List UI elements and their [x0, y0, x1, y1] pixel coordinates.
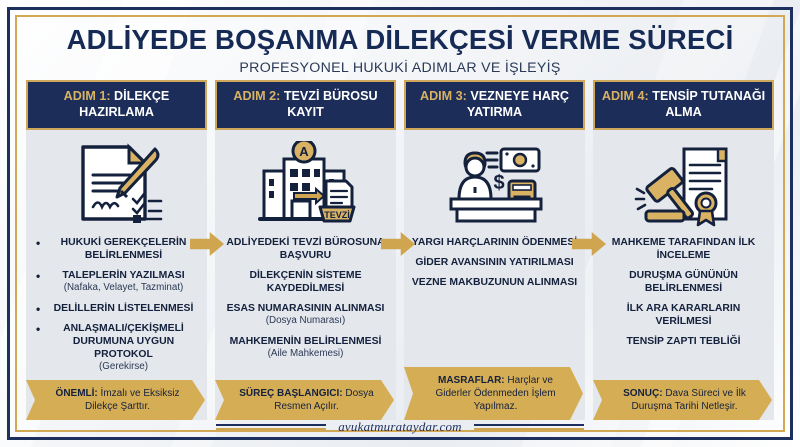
list-item: İLK ARA KARARLARIN VERİLMESİ	[599, 302, 768, 328]
gavel-and-certificate-icon	[632, 138, 736, 230]
step-items-4: MAHKEME TARAFINDAN İLK İNCELEME DURUŞMA …	[593, 236, 774, 355]
list-item: DİLEKÇENİN SİSTEME KAYDEDİLMESİ	[221, 269, 390, 295]
item-text: ANLAŞMALI/ÇEKİŞMELİ DURUMUNA UYGUN PROTO…	[63, 322, 184, 360]
banner-wrap-4: SONUÇ: Dava Süreci ve İlk Duruşma Tarihi…	[593, 380, 774, 420]
step-title-4: TENSİP TUTANAĞI ALMA	[652, 89, 766, 119]
banner-label-1: ÖNEMLİ:	[55, 387, 98, 399]
steps-container: ADIM 1: DİLEKÇE HAZIRLAMA	[22, 80, 778, 420]
item-text: VEZNE MAKBUZUNUN ALINMASI	[411, 277, 578, 289]
item-text: ESAS NUMARASININ ALINMASI	[226, 303, 385, 315]
step-panel-1: HUKUKİ GEREKÇELERİN BELİRLENMESİ TALEPLE…	[26, 130, 207, 420]
dollar-sign: $	[493, 172, 504, 194]
item-text: TALEPLERİN YAZILMASI	[62, 270, 185, 282]
step-title-3: VEZNEYE HARÇ YATIRMA	[466, 89, 570, 119]
item-subtext: (Aile Mahkemesi)	[267, 347, 344, 359]
page-subtitle: PROFESYONEL HUKUKİ ADIMLAR VE İŞLEYİŞ	[239, 59, 561, 76]
step-number-3: ADIM 3:	[419, 89, 467, 103]
building-badge-letter: A	[299, 144, 309, 159]
banner-text-2: Dosya Resmen Açılır.	[274, 387, 374, 412]
list-item: ESAS NUMARASININ ALINMASI (Dosya Numaras…	[221, 302, 390, 327]
list-item: DELİLLERİN LİSTELENMESİ	[32, 302, 201, 317]
tray-label: TEVZİ	[324, 210, 350, 220]
step-header-2: ADIM 2: TEVZİ BÜROSU KAYIT	[215, 80, 396, 131]
step-items-1: HUKUKİ GEREKÇELERİN BELİRLENMESİ TALEPLE…	[26, 236, 207, 379]
list-item: TALEPLERİN YAZILMASI (Nafaka, Velayet, T…	[32, 269, 201, 294]
step-header-4: ADIM 4: TENSİP TUTANAĞI ALMA	[593, 80, 774, 131]
list-item: VEZNE MAKBUZUNUN ALINMASI	[410, 276, 579, 289]
courthouse-building-icon: A	[254, 138, 358, 230]
step-panel-2: A	[215, 130, 396, 420]
item-text: DİLEKÇENİN SİSTEME KAYDEDİLMESİ	[249, 270, 362, 295]
step-banner-1: ÖNEMLİ: İmzalı ve Eksiksiz Dilekçe Şartt…	[26, 380, 205, 420]
list-item: TENSİP ZAPTI TEBLİĞİ	[599, 335, 768, 348]
cashier-counter-icon: $	[443, 138, 547, 230]
banner-wrap-2: SÜREÇ BAŞLANGICI: Dosya Resmen Açılır.	[215, 380, 396, 420]
footer-rule-right	[473, 424, 584, 430]
website-url: avukatmurataydar.com	[338, 419, 462, 434]
step-column-4: ADIM 4: TENSİP TUTANAĞI ALMA	[589, 80, 778, 420]
list-item: YARGI HARÇLARININ ÖDENMESİ	[410, 236, 579, 249]
list-item: MAHKEME TARAFINDAN İLK İNCELEME	[599, 236, 768, 262]
banner-text-4: Dava Süreci ve İlk Duruşma Tarihi Netleş…	[631, 387, 746, 412]
step-banner-4: SONUÇ: Dava Süreci ve İlk Duruşma Tarihi…	[593, 380, 772, 420]
list-item: ADLİYEDEKİ TEVZİ BÜROSUNA BAŞVURU	[221, 236, 390, 262]
step-column-1: ADIM 1: DİLEKÇE HAZIRLAMA	[22, 80, 211, 420]
step-title-2: TEVZİ BÜROSU KAYIT	[283, 89, 378, 119]
item-text: MAHKEMENİN BELİRLENMESİ	[229, 335, 382, 347]
item-text: İLK ARA KARARLARIN VERİLMESİ	[626, 303, 741, 328]
item-subtext: (Nafaka, Velayet, Tazminat)	[63, 282, 184, 294]
item-subtext: (Dosya Numarası)	[265, 315, 346, 327]
step-column-2: ADIM 2: TEVZİ BÜROSU KAYIT A	[211, 80, 400, 420]
list-item: DURUŞMA GÜNÜNÜN BELİRLENMESİ	[599, 269, 768, 295]
footer-rule-left	[216, 424, 327, 430]
step-number-1: ADIM 1:	[63, 89, 111, 103]
item-text: MAHKEME TARAFINDAN İLK İNCELEME	[611, 237, 756, 262]
item-text: HUKUKİ GEREKÇELERİN BELİRLENMESİ	[60, 237, 187, 262]
list-item: GİDER AVANSININ YATIRILMASI	[410, 256, 579, 269]
banner-label-3: MASRAFLAR:	[437, 374, 505, 386]
footer: avukatmurataydar.com	[0, 419, 800, 435]
item-text: GİDER AVANSININ YATIRILMASI	[415, 257, 574, 269]
banner-label-2: SÜREÇ BAŞLANGICI:	[239, 387, 343, 399]
step-title-1: DİLEKÇE HAZIRLAMA	[79, 89, 170, 119]
step-panel-4: MAHKEME TARAFINDAN İLK İNCELEME DURUŞMA …	[593, 130, 774, 420]
list-item: ANLAŞMALI/ÇEKİŞMELİ DURUMUNA UYGUN PROTO…	[32, 322, 201, 373]
item-text: TENSİP ZAPTI TEBLİĞİ	[626, 336, 741, 348]
step-items-2: ADLİYEDEKİ TEVZİ BÜROSUNA BAŞVURU DİLEKÇ…	[215, 236, 396, 366]
item-text: ADLİYEDEKİ TEVZİ BÜROSUNA BAŞVURU	[226, 237, 385, 262]
step-header-1: ADIM 1: DİLEKÇE HAZIRLAMA	[26, 80, 207, 131]
step-number-2: ADIM 2:	[233, 89, 281, 103]
step-panel-3: $ YARGI HARÇLARININ ÖDENMESİ GİDER A	[404, 130, 585, 420]
list-item: HUKUKİ GEREKÇELERİN BELİRLENMESİ	[32, 236, 201, 262]
list-item: MAHKEMENİN BELİRLENMESİ (Aile Mahkemesi)	[221, 335, 390, 360]
document-with-pen-icon	[69, 138, 165, 230]
item-text: DELİLLERİN LİSTELENMESİ	[53, 302, 194, 314]
step-items-3: YARGI HARÇLARININ ÖDENMESİ GİDER AVANSIN…	[404, 236, 585, 296]
step-column-3: ADIM 3: VEZNEYE HARÇ YATIRMA	[400, 80, 589, 420]
item-text: YARGI HARÇLARININ ÖDENMESİ	[411, 237, 578, 249]
step-banner-3: MASRAFLAR: Harçlar ve Giderler Ödenmeden…	[404, 367, 583, 420]
banner-label-4: SONUÇ:	[623, 387, 663, 399]
banner-wrap-3: MASRAFLAR: Harçlar ve Giderler Ödenmeden…	[404, 367, 585, 420]
item-text: DURUŞMA GÜNÜNÜN BELİRLENMESİ	[629, 270, 738, 295]
item-subtext: (Gerekirse)	[99, 360, 148, 372]
banner-text-1: İmzalı ve Eksiksiz Dilekçe Şarttır.	[84, 387, 180, 412]
step-header-3: ADIM 3: VEZNEYE HARÇ YATIRMA	[404, 80, 585, 131]
banner-text-3: Harçlar ve Giderler Ödenmeden İşlem Yapı…	[435, 374, 556, 412]
step-banner-2: SÜREÇ BAŞLANGICI: Dosya Resmen Açılır.	[215, 380, 394, 420]
page-title: ADLİYEDE BOŞANMA DİLEKÇESİ VERME SÜRECİ	[66, 24, 734, 55]
header: ADLİYEDE BOŞANMA DİLEKÇESİ VERME SÜRECİ …	[0, 24, 800, 76]
step-number-4: ADIM 4:	[601, 89, 649, 103]
banner-wrap-1: ÖNEMLİ: İmzalı ve Eksiksiz Dilekçe Şartt…	[26, 380, 207, 420]
